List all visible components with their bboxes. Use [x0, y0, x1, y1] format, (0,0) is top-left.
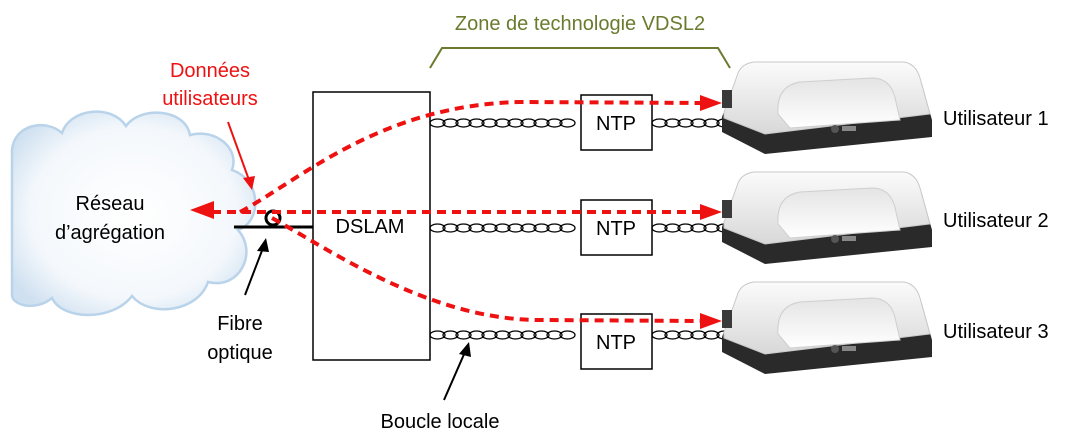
annotation-pointers — [227, 121, 471, 401]
modems — [722, 61, 932, 374]
twisted-pair-lines — [429, 118, 746, 340]
twisted-pair-dslam-ntp-2 — [429, 223, 576, 233]
fiber-label-line1: Fibre — [217, 313, 263, 335]
flow-user-3 — [271, 216, 701, 323]
ntp-box-3 — [580, 313, 653, 370]
ntp-label-1: NTP — [596, 113, 636, 135]
arrowhead-user-1 — [700, 95, 722, 111]
arrowhead-network — [190, 201, 214, 219]
modem-2 — [722, 171, 932, 264]
ntp-label-3: NTP — [596, 332, 636, 354]
network-label-line1: Réseau — [76, 193, 145, 215]
pointer-user-data — [227, 121, 250, 181]
user-data-label-line1: Données — [170, 60, 250, 82]
arrowhead-user-3 — [700, 313, 722, 329]
data-flows — [212, 99, 701, 323]
local-loop-label: Boucle locale — [381, 411, 500, 433]
user-label-3: Utilisateur 3 — [943, 321, 1049, 343]
arrowhead-user-2 — [700, 204, 722, 220]
ntp-label-2: NTP — [596, 218, 636, 240]
zone-brace — [429, 47, 731, 69]
user-label-2: Utilisateur 2 — [943, 210, 1049, 232]
pointer-local-loop — [443, 351, 466, 401]
aggregation-network-cloud — [10, 110, 257, 317]
dslam-label: DSLAM — [336, 216, 405, 238]
network-label-line2: d’agrégation — [55, 222, 165, 244]
modem-1 — [722, 61, 932, 154]
modem-3 — [722, 281, 932, 374]
twisted-pair-dslam-ntp-3 — [429, 330, 576, 340]
flow-user-1 — [239, 99, 701, 214]
flow-arrowheads — [190, 95, 722, 329]
twisted-pair-ntp-user-1 — [651, 118, 746, 128]
user-data-label-line2: utilisateurs — [162, 88, 258, 110]
zone-label: Zone de technologie VDSL2 — [455, 13, 705, 35]
pointer-fiber — [244, 247, 264, 296]
user-label-1: Utilisateur 1 — [943, 108, 1049, 130]
twisted-pair-dslam-ntp-1 — [429, 118, 576, 128]
ntp-box-2 — [580, 199, 653, 256]
twisted-pair-ntp-user-2 — [651, 223, 746, 233]
fiber-label-line2: optique — [207, 342, 273, 364]
